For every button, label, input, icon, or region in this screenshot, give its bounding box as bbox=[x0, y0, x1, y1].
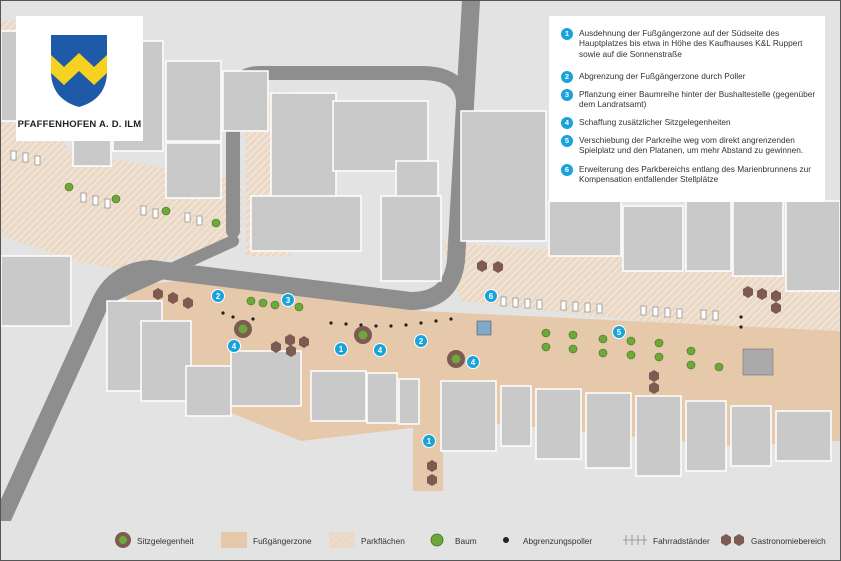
note-text: Verschiebung der Parkreihe weg vom direk… bbox=[579, 135, 804, 156]
map-marker-4: 4 bbox=[466, 355, 480, 369]
note-number: 1 bbox=[561, 28, 573, 40]
notes-panel: 1 Ausdehnung der Fußgängerzone auf der S… bbox=[549, 16, 825, 202]
bollards bbox=[221, 311, 743, 329]
map-marker-4: 4 bbox=[373, 343, 387, 357]
trees bbox=[64, 182, 724, 372]
bike-rack-icon bbox=[623, 535, 647, 545]
svg-text:4: 4 bbox=[471, 358, 476, 367]
svg-text:5: 5 bbox=[617, 328, 622, 337]
fountain bbox=[476, 320, 492, 336]
note-text: Pflanzung einer Baumreihe hinter der Bus… bbox=[579, 89, 816, 110]
svg-text:1: 1 bbox=[339, 345, 344, 354]
note-text: Erweiterung des Parkbereichs entlang des… bbox=[579, 164, 811, 185]
svg-text:6: 6 bbox=[489, 292, 494, 301]
parked-cars bbox=[10, 150, 719, 321]
municipality-logo-box: PFAFFENHOFEN A. D. ILM bbox=[16, 16, 143, 141]
note-number: 2 bbox=[561, 71, 573, 83]
map-markers: 1 1 2 2 3 4 4 4 5 6 bbox=[211, 289, 626, 448]
note-number: 3 bbox=[561, 89, 573, 101]
seating-icon bbox=[115, 532, 131, 548]
svg-text:1: 1 bbox=[427, 437, 432, 446]
svg-text:2: 2 bbox=[419, 337, 424, 346]
tree-icon bbox=[430, 533, 444, 547]
gastronomy-areas bbox=[153, 260, 781, 486]
map-marker-6: 6 bbox=[484, 289, 498, 303]
municipality-name: PFAFFENHOFEN A. D. ILM bbox=[17, 119, 142, 130]
map-marker-4: 4 bbox=[227, 339, 241, 353]
map-marker-2: 2 bbox=[211, 289, 225, 303]
svg-text:3: 3 bbox=[286, 296, 291, 305]
note-number: 6 bbox=[561, 164, 573, 176]
svg-text:4: 4 bbox=[378, 346, 383, 355]
map-marker-1: 1 bbox=[334, 342, 348, 356]
bollard-icon bbox=[503, 537, 509, 543]
map-marker-3: 3 bbox=[281, 293, 295, 307]
pedestrian-zone-swatch bbox=[221, 532, 247, 548]
note-text: Ausdehnung der Fußgängerzone auf der Süd… bbox=[579, 28, 803, 59]
note-number: 5 bbox=[561, 135, 573, 147]
note-text: Schaffung zusätzlicher Sitzgelegenheiten bbox=[579, 117, 731, 127]
svg-text:4: 4 bbox=[232, 342, 237, 351]
parking-swatch bbox=[329, 532, 355, 548]
note-text: Abgrenzung der Fußgängerzone durch Polle… bbox=[579, 71, 746, 81]
map-legend: Sitzgelegenheit Fußgängerzone Parkfläche… bbox=[1, 521, 840, 557]
map-marker-5: 5 bbox=[612, 325, 626, 339]
note-number: 4 bbox=[561, 117, 573, 129]
map-marker-2: 2 bbox=[414, 334, 428, 348]
playground bbox=[742, 348, 774, 376]
svg-text:2: 2 bbox=[216, 292, 221, 301]
coat-of-arms-icon bbox=[51, 35, 107, 107]
gastro-icon bbox=[721, 534, 744, 546]
map-marker-1: 1 bbox=[422, 434, 436, 448]
seating-areas bbox=[234, 320, 465, 368]
